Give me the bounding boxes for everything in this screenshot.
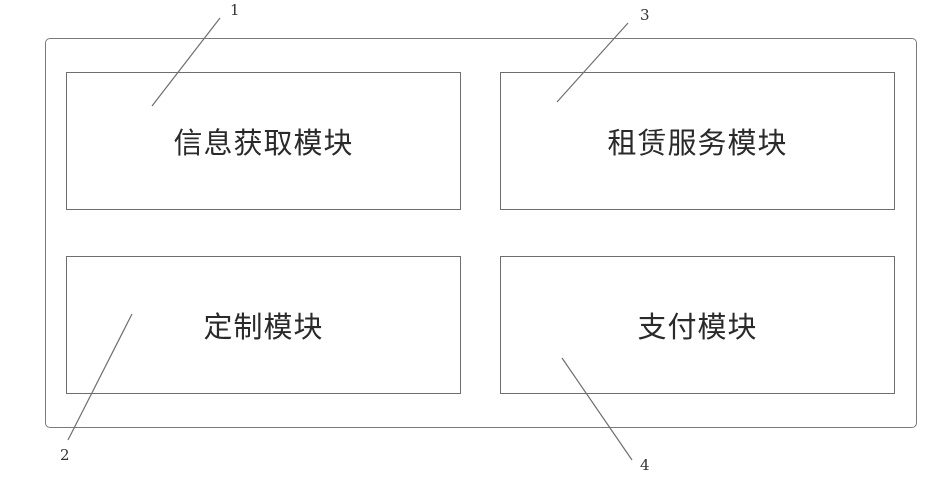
customization-module-box: 定制模块	[66, 256, 461, 394]
rental-service-module-label: 租赁服务模块	[607, 120, 787, 162]
customization-module-label: 定制模块	[203, 304, 323, 346]
info-acquisition-module-label: 信息获取模块	[173, 120, 353, 162]
rental-service-module-box: 租赁服务模块	[500, 72, 895, 210]
reference-number-1: 1	[230, 3, 240, 18]
payment-module-box: 支付模块	[500, 256, 895, 394]
reference-number-3: 3	[640, 8, 650, 23]
reference-number-4: 4	[640, 458, 650, 473]
info-acquisition-module-box: 信息获取模块	[66, 72, 461, 210]
payment-module-label: 支付模块	[637, 304, 757, 346]
reference-number-2: 2	[60, 448, 70, 463]
